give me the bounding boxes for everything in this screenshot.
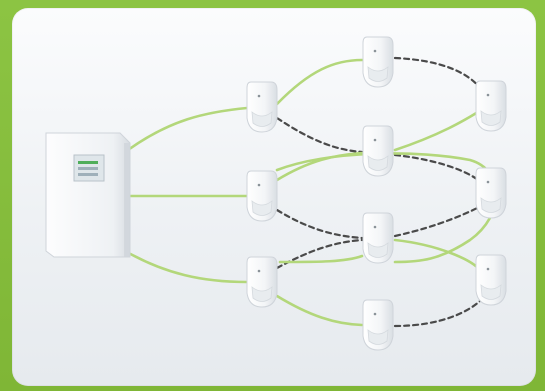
link-hub-s3-wired: [118, 246, 249, 284]
motion-sensor-icon: [362, 125, 394, 177]
nodes-layer: [45, 36, 507, 351]
sensor-lens-icon: [480, 197, 502, 213]
links-layer: [118, 56, 498, 328]
sensor-lens-icon: [480, 110, 502, 126]
motion-sensor-icon: [362, 299, 394, 351]
sensor-lens-icon: [367, 242, 389, 258]
link-s1-s4-wired: [275, 58, 364, 106]
sensor-led-icon: [486, 93, 490, 97]
sensor-led-icon: [373, 225, 377, 229]
motion-sensor-icon: [362, 36, 394, 88]
link-s2-s8-wireless: [275, 208, 364, 240]
motion-sensor-icon: [362, 212, 394, 264]
link-s1-s6-wireless: [275, 116, 364, 154]
link-s4-s5-wireless: [393, 56, 485, 94]
motion-sensor-icon: [475, 80, 507, 132]
link-s3-s10-wired: [278, 254, 364, 264]
sensor-led-icon: [373, 312, 377, 316]
sensor-lens-icon: [480, 284, 502, 300]
sensor-led-icon: [373, 49, 377, 53]
link-s10-s11-wireless: [393, 296, 485, 328]
link-hub-s1-wired: [126, 106, 249, 152]
screen-line-icon: [78, 173, 98, 176]
screen-line-icon: [78, 161, 98, 164]
link-s3-s8-wireless: [275, 238, 364, 270]
sensor-lens-icon: [367, 66, 389, 82]
sensor-lens-icon: [367, 329, 389, 345]
motion-sensor-icon: [246, 170, 278, 222]
link-s3-s10-wired: [275, 294, 364, 327]
sensor-lens-icon: [251, 286, 273, 302]
alarm-control-panel-icon: [45, 132, 131, 258]
sensor-led-icon: [257, 94, 261, 98]
motion-sensor-icon: [475, 167, 507, 219]
sensor-lens-icon: [367, 155, 389, 171]
link-s8-s7-wireless: [393, 203, 485, 238]
sensor-led-icon: [373, 138, 377, 142]
link-s6-s5-wired: [393, 110, 480, 152]
sensor-lens-icon: [251, 200, 273, 216]
sensor-led-icon: [486, 267, 490, 271]
sensor-lens-icon: [251, 111, 273, 127]
sensor-led-icon: [486, 180, 490, 184]
link-s6-s7-wireless: [393, 153, 480, 182]
motion-sensor-icon: [246, 81, 278, 133]
motion-sensor-icon: [246, 256, 278, 308]
link-s8-s9-wired: [393, 238, 480, 270]
sensor-led-icon: [257, 183, 261, 187]
motion-sensor-icon: [475, 254, 507, 306]
screen-line-icon: [78, 167, 98, 170]
sensor-led-icon: [257, 269, 261, 273]
